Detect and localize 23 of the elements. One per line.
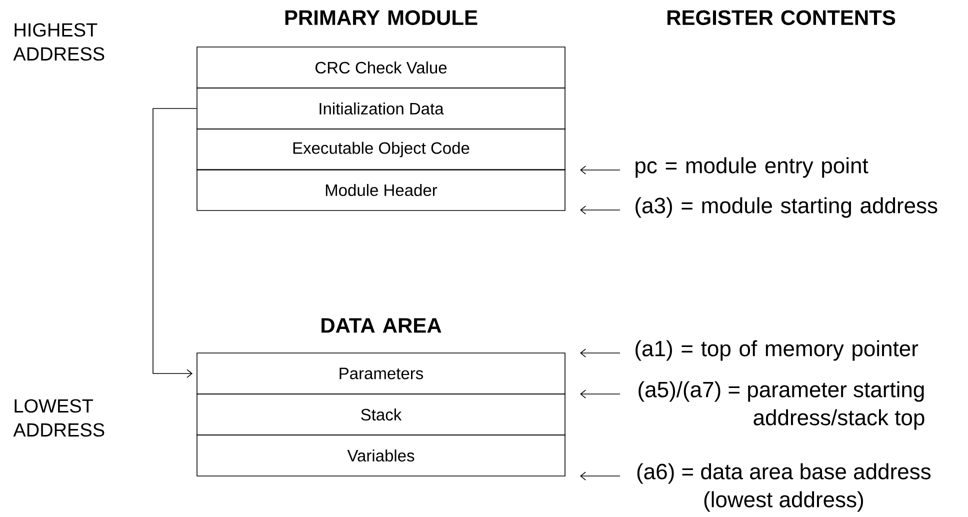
memory-cell: Variables xyxy=(196,434,566,476)
arrow xyxy=(580,166,620,174)
memory-cell: Initialization Data xyxy=(196,88,566,130)
arrow xyxy=(580,348,620,358)
register-note: (a3) = module starting address xyxy=(636,197,938,218)
register-note: (a5)/(a7) = parameter starting address/stack top xyxy=(638,381,924,430)
memory-cell: Parameters xyxy=(196,352,566,394)
address-label: LOWEST ADDRESS xyxy=(13,399,104,437)
arrow xyxy=(580,472,620,480)
arrow xyxy=(580,390,620,398)
memory-cell: CRC Check Value xyxy=(196,46,566,88)
memory-cell: Executable Object Code xyxy=(196,128,566,170)
register-note: (a6) = data area base address (lowest address) xyxy=(637,463,931,512)
memory-cell: Module Header xyxy=(196,169,566,211)
memory-cell: Stack xyxy=(196,394,566,436)
arrow xyxy=(152,108,197,378)
arrow xyxy=(580,206,620,214)
register-note: (a1) = top of memory pointer xyxy=(636,340,918,361)
register-note: pc = module entry point xyxy=(636,157,868,178)
heading: REGISTER CONTENTS xyxy=(668,10,896,26)
heading: PRIMARY MODULE xyxy=(285,10,478,26)
address-label: HIGHEST ADDRESS xyxy=(13,23,104,61)
heading: DATA AREA xyxy=(322,318,442,333)
